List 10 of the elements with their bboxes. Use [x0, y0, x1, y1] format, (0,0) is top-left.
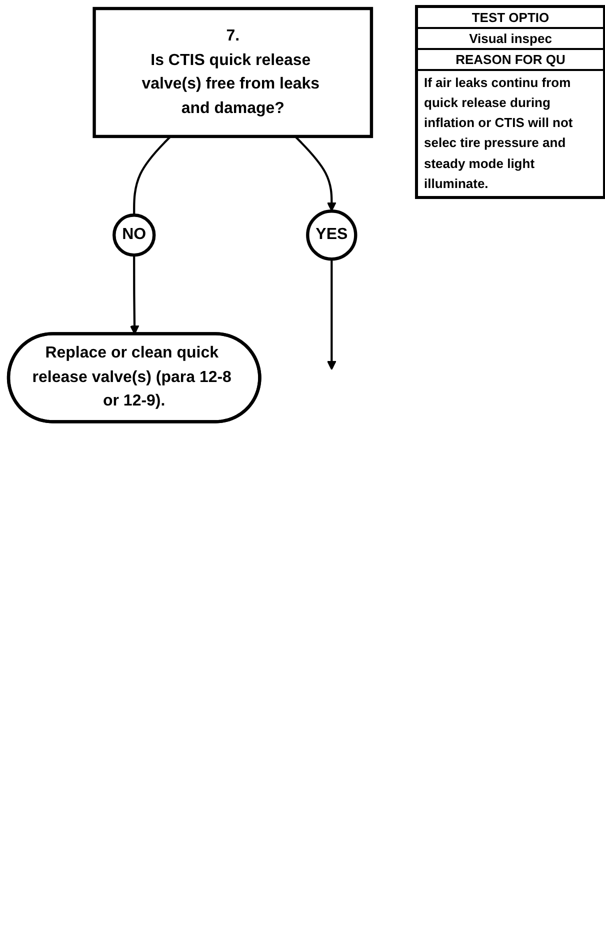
table-text: If air leaks continu from quick release during inflation or CTIS will not selec tire pressure and steady mode light illuminate. [423, 74, 574, 193]
arrow [326, 259, 336, 370]
table-header: Visual inspec [418, 29, 603, 50]
table-header: REASON FOR QU [418, 50, 603, 71]
arrow [294, 136, 336, 212]
node-circle: NO [112, 214, 156, 257]
table-header: TEST OPTIO [418, 8, 603, 29]
node-box: 7. Is CTIS quick release valve(s) free from leaks and damage? [92, 6, 374, 138]
connector [133, 136, 172, 216]
node-circle: YES [306, 210, 358, 261]
